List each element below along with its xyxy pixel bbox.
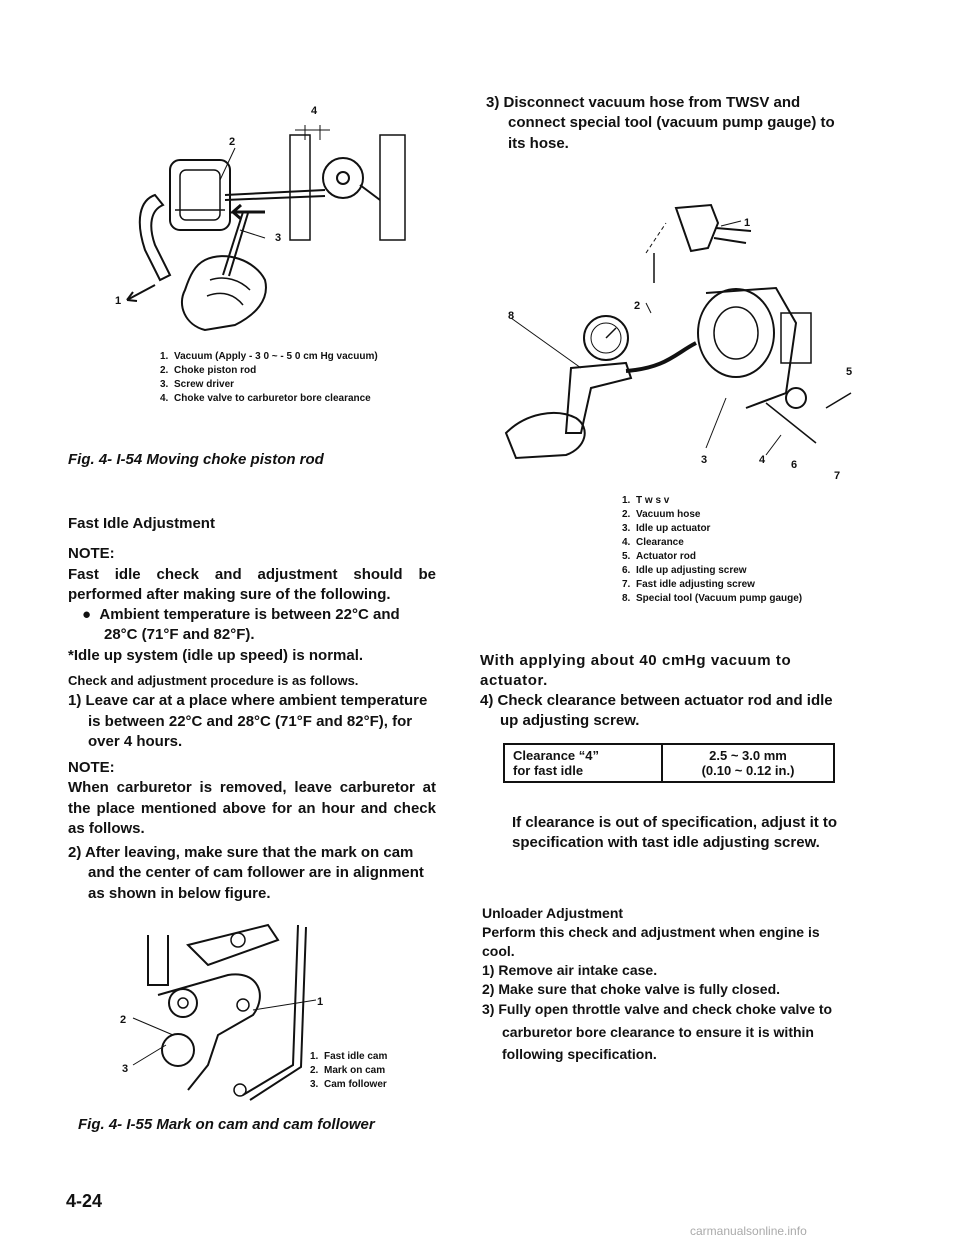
legend-item: 5.Actuator rod [622, 551, 696, 562]
fig-right-callout-2: 2 [634, 300, 640, 312]
fig55-callout-2: 2 [120, 1014, 126, 1026]
fig-right-callout-8: 8 [508, 310, 514, 322]
fig55-callout-1: 1 [317, 996, 323, 1008]
fig54-caption: Fig. 4- I-54 Moving choke piston rod [68, 451, 324, 468]
section-heading: Fast Idle Adjustment [68, 515, 215, 532]
fig-right-callout-3: 3 [701, 454, 707, 466]
legend-item: 4.Choke valve to carburetor bore clearan… [160, 393, 371, 404]
vacuum-text: With applying about 40 cmHg vacuum to ac… [480, 652, 792, 690]
legend-item: 2.Mark on cam [310, 1065, 386, 1076]
fig-right-callout-1: 1 [744, 217, 750, 229]
note-label: NOTE: [68, 759, 115, 777]
fig-right-callout-5: 5 [846, 366, 852, 378]
procedure-text: Check and adjustment procedure is as fol… [68, 672, 359, 688]
legend-item: 2.Choke piston rod [160, 365, 257, 376]
step-3: 3) Disconnect vacuum hose from TWSV and … [486, 94, 835, 152]
legend-item: 4.Clearance [622, 537, 684, 548]
fig55-callout-3: 3 [122, 1063, 128, 1075]
fig-right-callout-7: 7 [834, 470, 840, 482]
legend-item: 8.Special tool (Vacuum pump gauge) [622, 593, 803, 604]
note-text: Fast idle check and adjustment should be… [68, 565, 436, 603]
table-row: Clearance “4” for fast idle 2.5 ~ 3.0 mm… [503, 743, 835, 783]
fig-right-callout-4: 4 [759, 454, 766, 466]
fig55-legend: 1.Fast idle cam 2.Mark on cam 3.Cam foll… [310, 1050, 440, 1092]
choke-piston-illustration: 4 2 3 1 [115, 105, 406, 332]
legend-item: 1.T w s v [622, 495, 670, 506]
idle-up-note: *Idle up system (idle up speed) is norma… [68, 646, 364, 664]
fig54-callout-4: 4 [311, 105, 318, 117]
step-2: 2) After leaving, make sure that the mar… [68, 844, 424, 902]
unloader-section: Unloader Adjustment Perform this check a… [482, 904, 854, 1066]
step-4: 4) Check clearance between actuator rod … [480, 692, 833, 730]
fig-right-legend: 1.T w s v 2.Vacuum hose 3.Idle up actuat… [622, 494, 862, 606]
spec-value-cell: 2.5 ~ 3.0 mm (0.10 ~ 0.12 in.) [661, 743, 835, 783]
fig54-legend: 1.Vacuum (Apply - 3 0 ~ - 5 0 cm Hg vacu… [160, 350, 450, 406]
adjust-text: If clearance is out of specification, ad… [512, 814, 838, 852]
legend-item: 7.Fast idle adjusting screw [622, 579, 755, 590]
legend-item: 3.Screw driver [160, 379, 235, 390]
unloader-intro: Perform this check and adjustment when e… [482, 923, 820, 959]
bullet-item: ● Ambient temperature is between 22°C an… [82, 606, 400, 644]
legend-item: 3.Idle up actuator [622, 523, 711, 534]
spec-label-cell: Clearance “4” for fast idle [503, 743, 663, 783]
fig54-callout-3: 3 [275, 232, 281, 244]
fig54-callout-1: 1 [115, 295, 121, 307]
unloader-step-1: 1) Remove air intake case. [482, 961, 658, 978]
legend-item: 2.Vacuum hose [622, 509, 701, 520]
page-number: 4-24 [66, 1191, 103, 1211]
legend-item: 1.Fast idle cam [310, 1051, 388, 1062]
fig55-caption: Fig. 4- I-55 Mark on cam and cam followe… [78, 1116, 375, 1133]
unloader-step-3: 3) Fully open throttle valve and check c… [482, 1001, 833, 1063]
note-text: When carburetor is removed, leave carbur… [68, 779, 436, 837]
legend-item: 3.Cam follower [310, 1079, 387, 1090]
section-heading: Unloader Adjustment [482, 905, 624, 921]
fast-idle-section: Fast Idle Adjustment NOTE: Fast idle che… [68, 514, 436, 904]
vacuum-gauge-illustration: 1 2 8 5 3 4 6 7 [504, 203, 852, 482]
footer-watermark: carmanualsonline.info [690, 1224, 807, 1238]
legend-item: 1.Vacuum (Apply - 3 0 ~ - 5 0 cm Hg vacu… [160, 351, 378, 362]
legend-item: 6.Idle up adjusting screw [622, 565, 747, 576]
fast-idle-cam-illustration: 1 2 3 [120, 923, 323, 1101]
step-1: 1) Leave car at a place where ambient te… [68, 692, 428, 750]
fig54-callout-2: 2 [229, 136, 235, 148]
bullet-dot: ● [82, 606, 100, 623]
note-label: NOTE: [68, 545, 115, 563]
clearance-spec-table: Clearance “4” for fast idle 2.5 ~ 3.0 mm… [503, 743, 835, 783]
fig-right-callout-6: 6 [791, 459, 797, 471]
unloader-step-2: 2) Make sure that choke valve is fully c… [482, 980, 781, 997]
